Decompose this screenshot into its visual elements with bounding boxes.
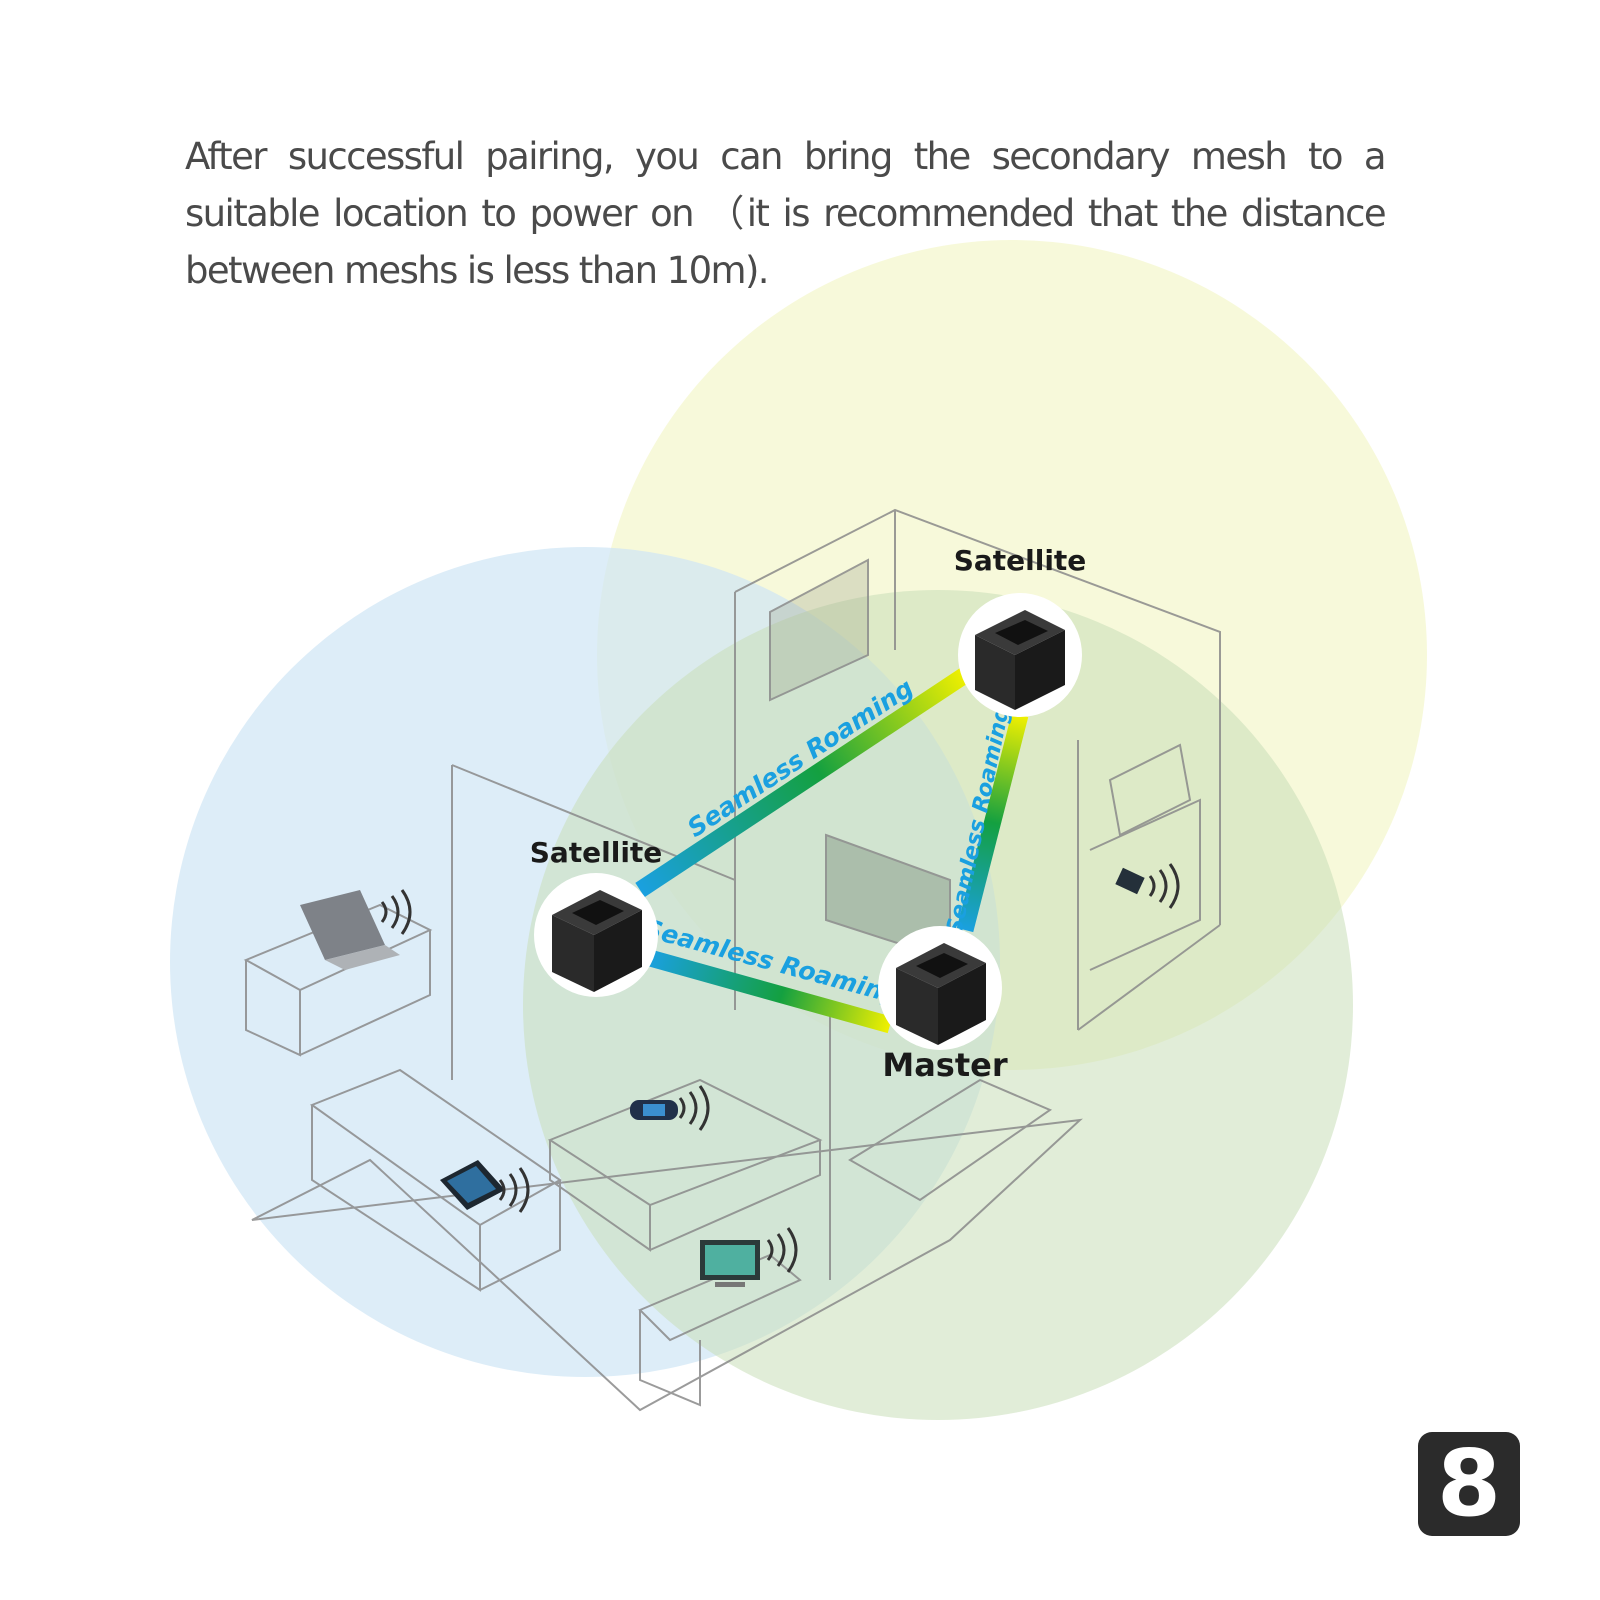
master-label: Master [882, 1046, 1007, 1084]
link-left-master [647, 949, 893, 1034]
instruction-text: After successful pairing, you can bring … [185, 135, 1387, 292]
game-console-icon [630, 1100, 678, 1120]
master-node [878, 926, 1002, 1050]
link-top-master [956, 712, 1029, 933]
tv-icon [700, 1240, 760, 1287]
satellite-node-left [534, 873, 658, 997]
link-top-left [635, 667, 970, 898]
phone-icon [1115, 867, 1145, 895]
satellite-top-label: Satellite [954, 544, 1087, 577]
page-number-badge: 8 [1418, 1432, 1520, 1536]
house-floorplan-drawing [243, 508, 1221, 1412]
laptop-icon [300, 890, 400, 970]
wifi-signal-icons [380, 863, 1180, 1273]
satellite-node-top [958, 593, 1082, 717]
satellite-left-label: Satellite [530, 836, 663, 869]
tablet-icon [440, 1160, 505, 1210]
